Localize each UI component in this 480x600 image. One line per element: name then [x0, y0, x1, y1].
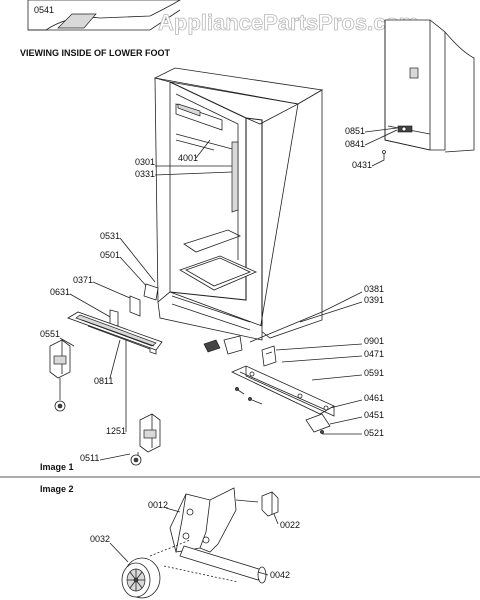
callout-0631: 0631	[50, 287, 70, 297]
inset-caption: VIEWING INSIDE OF LOWER FOOT	[20, 48, 171, 58]
hinge-bracket	[261, 345, 277, 367]
left-clip-parts	[109, 283, 159, 355]
left-leveling-foot	[49, 339, 71, 412]
callout-0471: 0471	[364, 349, 384, 359]
roller-assembly-detail	[121, 487, 279, 599]
lower-foot-inset	[27, 0, 181, 31]
refrigerator-cabinet	[153, 67, 324, 355]
callout-0811: 0811	[94, 376, 113, 386]
callout-0551: 0551	[40, 329, 60, 339]
callout-0012: 0012	[148, 500, 168, 510]
callout-1251: 1251	[106, 426, 126, 436]
callout-0032: 0032	[90, 534, 110, 544]
lower-grille	[67, 311, 163, 351]
callout-0371: 0371	[73, 275, 93, 285]
callout-0901: 0901	[364, 336, 384, 346]
callout-4001: 4001	[178, 153, 198, 163]
callout-0841: 0841	[345, 139, 365, 149]
watermark: AppliancePartsPros.com	[158, 10, 418, 35]
rear-cabinet-view	[384, 19, 475, 153]
callout-0301: 0301	[135, 157, 155, 167]
callout-0501: 0501	[100, 250, 120, 260]
front-rail-assembly	[231, 365, 335, 434]
callout-0022: 0022	[280, 520, 300, 530]
callout-0531: 0531	[100, 231, 120, 241]
callout-0461: 0461	[364, 393, 384, 403]
callout-0851: 0851	[345, 126, 365, 136]
callout-0381: 0381	[364, 284, 384, 294]
callout-0431: 0431	[352, 160, 372, 170]
image1-caption: Image 1	[40, 462, 74, 472]
callout-0521: 0521	[364, 428, 384, 438]
callout-0541: 0541	[34, 5, 54, 15]
callout-0331: 0331	[135, 169, 155, 179]
callout-0591: 0591	[364, 368, 384, 378]
front-leveling-foot	[130, 413, 161, 466]
callout-0042: 0042	[270, 570, 290, 580]
callout-0391: 0391	[364, 295, 384, 305]
image2-caption: Image 2	[40, 484, 74, 494]
callout-0511: 0511	[80, 453, 99, 463]
callout-0451: 0451	[364, 410, 384, 420]
